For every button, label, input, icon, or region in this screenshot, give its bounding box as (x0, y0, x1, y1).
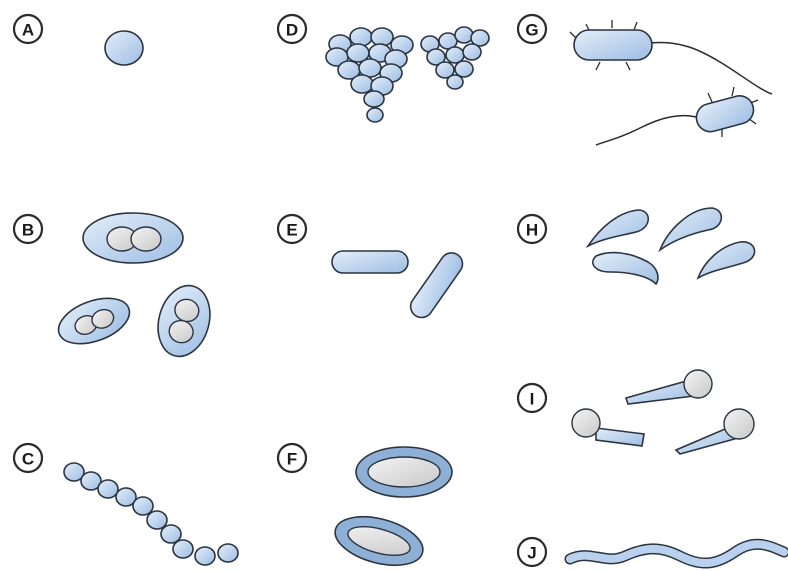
label-text-c: C (22, 450, 34, 469)
panel-label-e: E (278, 215, 306, 243)
panel-e-bacilli (332, 249, 467, 322)
panel-label-i: I (518, 384, 546, 412)
panel-j-spirochete (570, 544, 784, 563)
panel-label-j: J (518, 538, 546, 566)
label-text-i: I (530, 390, 535, 409)
panel-label-b: B (14, 215, 42, 243)
panel-label-h: H (518, 215, 546, 243)
panel-label-c: C (14, 444, 42, 472)
label-text-f: F (287, 450, 297, 469)
panel-f-spore-forming-bacilli (330, 447, 452, 571)
label-text-j: J (527, 544, 536, 563)
panel-label-a: A (14, 15, 42, 43)
label-text-g: G (525, 21, 538, 40)
label-text-a: A (22, 21, 34, 40)
panel-label-d: D (278, 15, 306, 43)
panel-label-f: F (278, 444, 306, 472)
panel-i-clubbed-bacilli (572, 370, 754, 454)
panel-g-flagellated-bacteria (570, 20, 772, 145)
label-text-e: E (286, 221, 297, 240)
panel-a-coccus (105, 31, 143, 65)
panel-d-staphylococci-clusters (326, 27, 489, 122)
panel-b-diplococci (52, 213, 217, 362)
panel-c-streptococci-chain (64, 463, 238, 565)
label-text-h: H (526, 221, 538, 240)
label-text-b: B (22, 221, 34, 240)
panel-label-g: G (518, 15, 546, 43)
panel-h-vibrios (588, 208, 755, 284)
label-text-d: D (286, 21, 298, 40)
